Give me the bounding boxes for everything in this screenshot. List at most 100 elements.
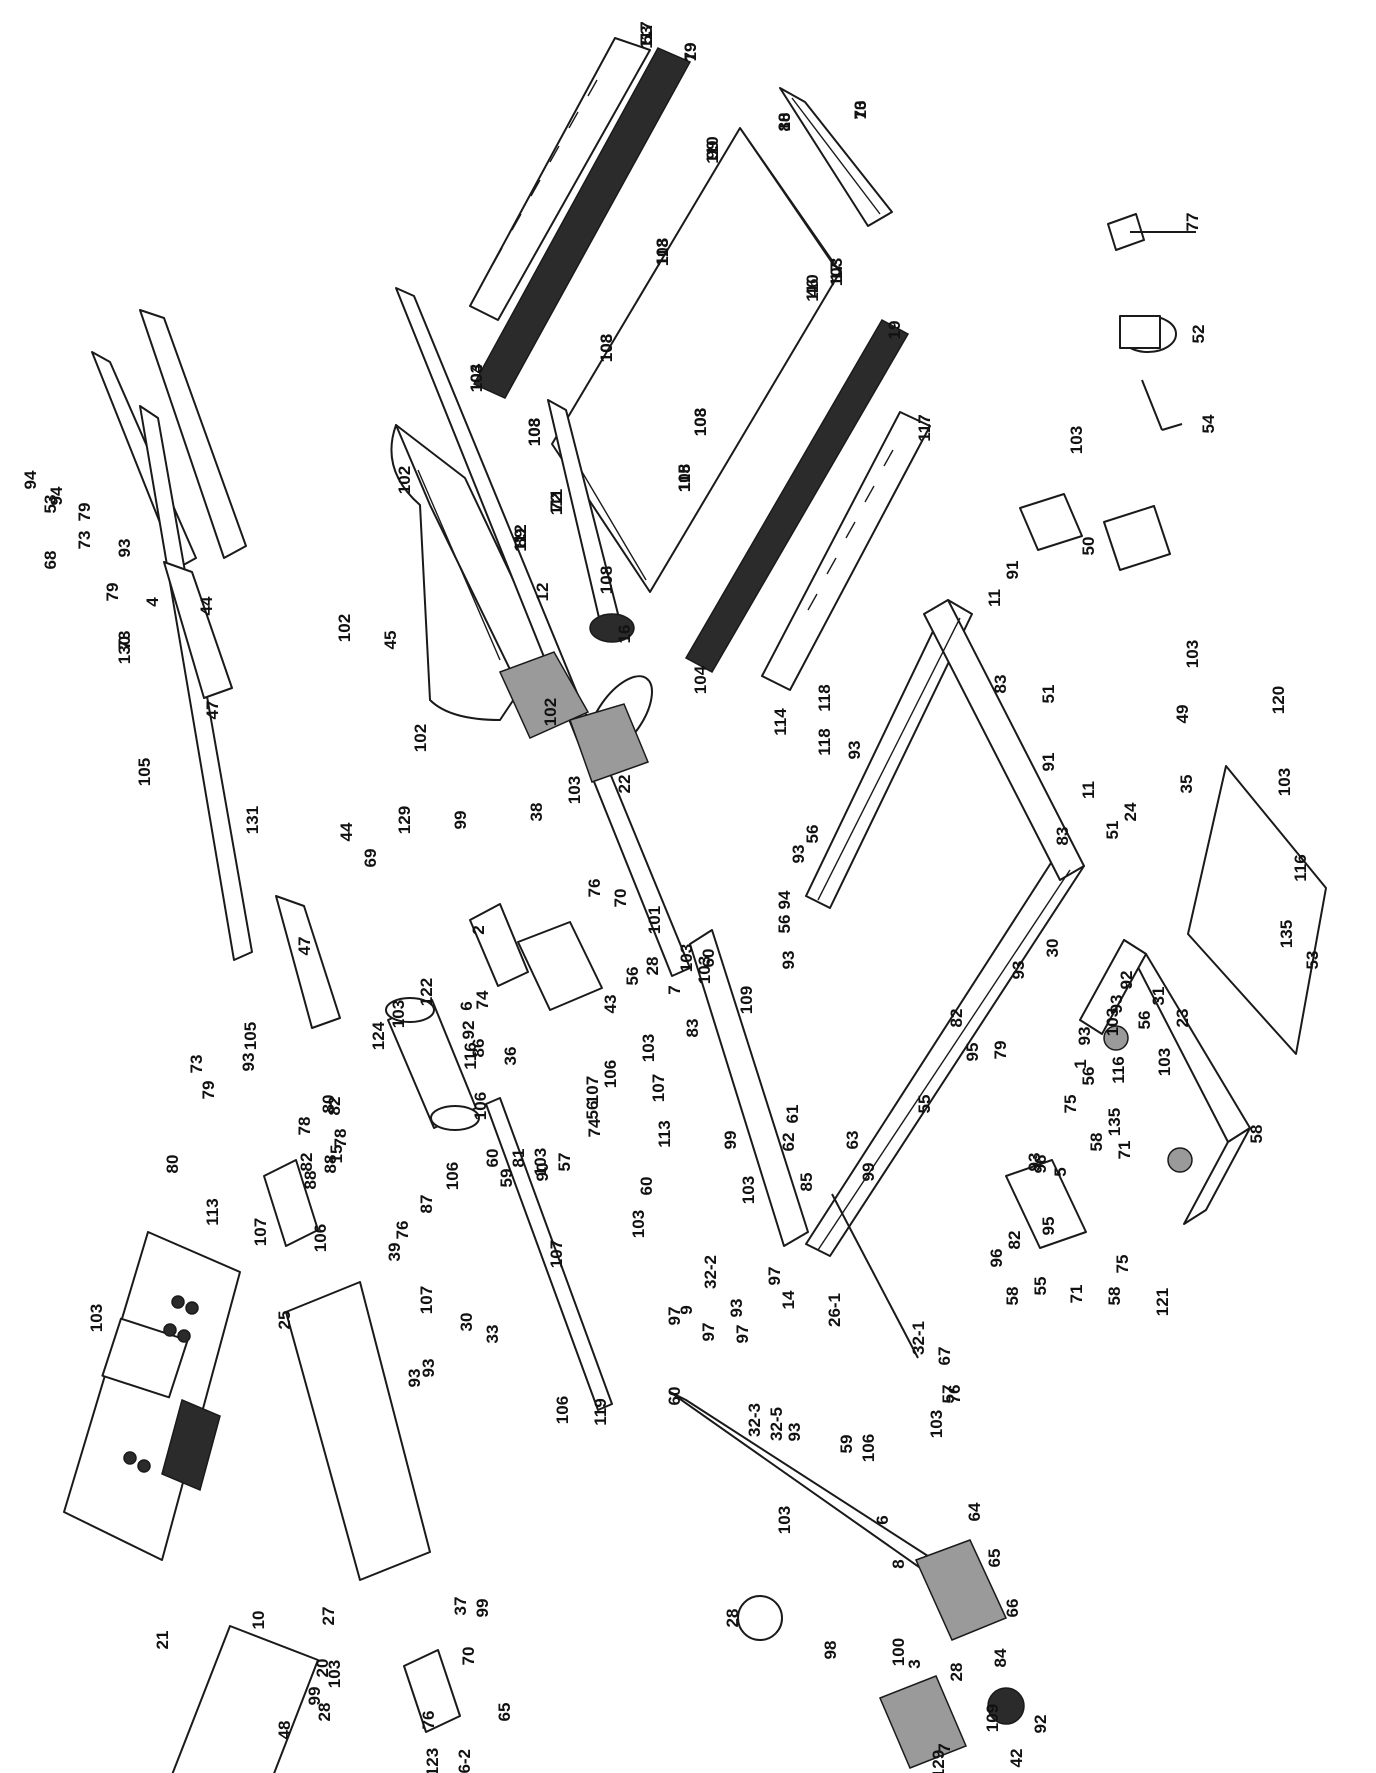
- callout-number: 97: [765, 1267, 784, 1286]
- callout-number: 1: [1071, 1059, 1090, 1068]
- callout-number: 135: [1105, 1108, 1124, 1136]
- callout-number: 56: [775, 915, 794, 934]
- callout-103: 103: [597, 334, 616, 362]
- callout-70: 70: [459, 1647, 478, 1666]
- callout-58: 58: [1003, 1287, 1022, 1306]
- callout-number: 123: [423, 1748, 442, 1773]
- callout-number: 68: [41, 551, 60, 570]
- callout-79: 79: [103, 583, 122, 602]
- callout-103: 103: [1103, 1008, 1122, 1036]
- callout-number: 93: [1025, 1153, 1044, 1172]
- callout-number: 111: [547, 489, 566, 516]
- callout-118: 118: [815, 684, 834, 711]
- controller-board: [517, 921, 603, 1011]
- callout-number: 56: [623, 967, 642, 986]
- callout-number: 7: [665, 985, 684, 994]
- callout-111: 111: [547, 489, 566, 516]
- callout-93: 93: [779, 951, 798, 970]
- handlebar-grip-lower: [275, 895, 341, 1029]
- callout-68: 68: [41, 551, 60, 570]
- callout-number: 79: [991, 1041, 1010, 1060]
- callout-4: 4: [143, 597, 162, 607]
- callout-28: 28: [723, 1609, 742, 1628]
- callout-91: 91: [1003, 561, 1022, 580]
- callout-6: 6: [873, 1515, 892, 1524]
- callout-number: 88: [301, 1171, 320, 1190]
- callout-number: 11: [985, 589, 1004, 607]
- callout-number: 93: [239, 1053, 258, 1072]
- callout-number: 12: [533, 583, 552, 602]
- side-rail-lower: [761, 411, 931, 691]
- callout-number: 69: [361, 849, 380, 868]
- callout-number: 74: [473, 990, 492, 1009]
- callout-98: 98: [821, 1641, 840, 1660]
- callout-number: 108: [597, 334, 616, 362]
- callout-92: 92: [1031, 1715, 1050, 1734]
- callout-89: 89: [511, 529, 530, 548]
- callout-47: 47: [295, 937, 314, 956]
- callout-number: 71: [1067, 1285, 1086, 1304]
- callout-number: 103: [1103, 1008, 1122, 1036]
- callout-93: 93: [1009, 961, 1028, 980]
- callout-number: 121: [1153, 1288, 1172, 1316]
- callout-31: 31: [1149, 987, 1168, 1006]
- callout-103: 103: [1067, 426, 1086, 454]
- callout-123: 123: [423, 1748, 442, 1773]
- handlebar-grip-upper: [163, 561, 233, 699]
- callout-103: 103: [927, 1410, 946, 1438]
- callout-number: 76: [585, 879, 604, 898]
- callout-number: 129: [395, 806, 414, 834]
- end-cap-rear: [879, 1675, 967, 1769]
- callout-number: 76: [945, 1385, 964, 1404]
- callout-61: 61: [783, 1105, 802, 1124]
- callout-83: 83: [1053, 827, 1072, 846]
- callout-number: 32-2: [701, 1255, 720, 1289]
- callout-79: 79: [991, 1041, 1010, 1060]
- callout-102: 102: [541, 698, 560, 726]
- callout-number: 116: [1109, 1056, 1128, 1083]
- side-rail-upper: [469, 37, 651, 321]
- callout-number: 108: [675, 464, 694, 492]
- callout-51: 51: [1039, 685, 1058, 704]
- callout-106: 106: [471, 1092, 490, 1120]
- callout-number: 73: [75, 531, 94, 550]
- callout-number: 99: [703, 141, 722, 160]
- front-roller: [779, 87, 893, 227]
- callout-number: 48: [275, 1721, 294, 1740]
- callout-11: 11: [1079, 781, 1098, 799]
- callout-103: 103: [325, 1660, 344, 1688]
- callout-93: 93: [727, 1299, 746, 1318]
- callout-83: 83: [683, 1019, 702, 1038]
- callout-79: 79: [199, 1081, 218, 1100]
- callout-number: 15: [327, 1145, 346, 1164]
- callout-97: 97: [665, 1307, 684, 1326]
- callout-49: 49: [1173, 705, 1192, 724]
- callout-67: 67: [935, 1347, 954, 1366]
- callout-number: 94: [21, 470, 40, 489]
- callout-number: 27: [319, 1607, 338, 1626]
- callout-19: 19: [681, 43, 700, 62]
- callout-number: 103: [1067, 426, 1086, 454]
- callout-103: 103: [677, 944, 696, 972]
- callout-135: 135: [1105, 1108, 1124, 1136]
- callout-56: 56: [803, 825, 822, 844]
- callout-93: 93: [419, 1359, 438, 1378]
- callout-56: 56: [583, 1101, 602, 1120]
- callout-number: 74: [585, 1118, 604, 1137]
- callout-104: 104: [467, 363, 486, 392]
- callout-80: 80: [775, 113, 794, 132]
- callout-94: 94: [775, 890, 794, 909]
- callout-110: 110: [803, 274, 822, 301]
- callout-99: 99: [305, 1687, 324, 1706]
- callout-number: 43: [601, 995, 620, 1014]
- callout-number: 106: [553, 1396, 572, 1424]
- callout-number: 33: [483, 1325, 502, 1344]
- callout-number: 37: [451, 1597, 470, 1616]
- callout-28: 28: [643, 957, 662, 976]
- callout-number: 103: [1275, 768, 1294, 796]
- callout-number: 103: [739, 1176, 758, 1204]
- callout-82: 82: [1005, 1231, 1024, 1250]
- callout-number: 103: [531, 1148, 550, 1176]
- callout-95: 95: [963, 1043, 982, 1062]
- callout-1: 1: [1071, 1059, 1090, 1068]
